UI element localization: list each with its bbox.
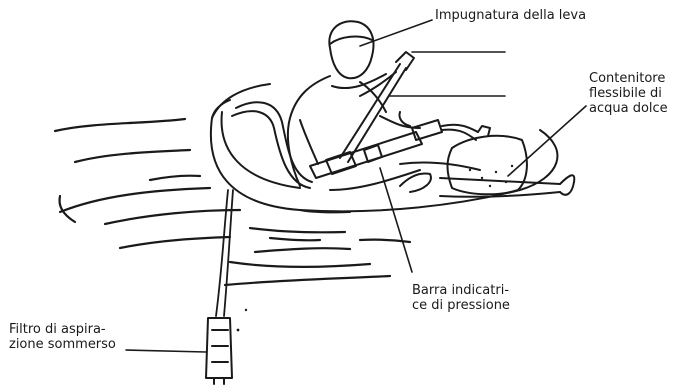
- intake-filter-label: Filtro di aspira- zione sommerso: [9, 322, 116, 352]
- freshwater-container-label-line-2: flessibile di: [589, 86, 668, 101]
- freshwater-container-label-line-1: Contenitore: [589, 71, 668, 86]
- freshwater-bag: [448, 126, 527, 194]
- pressure-bar-label-line-2: ce di pressione: [412, 298, 510, 313]
- lever-handle-label-text: Impugnatura della leva: [435, 8, 586, 23]
- intake-hose: [216, 190, 233, 316]
- pressure-bar-label: Barra indicatri- ce di pressione: [412, 283, 510, 313]
- intake-filter-label-line-2: zione sommerso: [9, 337, 116, 352]
- intake-filter-shape: [206, 318, 232, 384]
- pressure-bar-label-line-1: Barra indicatri-: [412, 283, 510, 298]
- hoses: [232, 102, 478, 188]
- freshwater-container-label-line-3: acqua dolce: [589, 101, 668, 116]
- freshwater-container-label: Contenitore flessibile di acqua dolce: [589, 71, 668, 116]
- leader-lines: [126, 20, 586, 352]
- lever-handle-label: Impugnatura della leva: [435, 8, 586, 23]
- pump-body: [310, 120, 442, 178]
- intake-filter-label-line-1: Filtro di aspira-: [9, 322, 116, 337]
